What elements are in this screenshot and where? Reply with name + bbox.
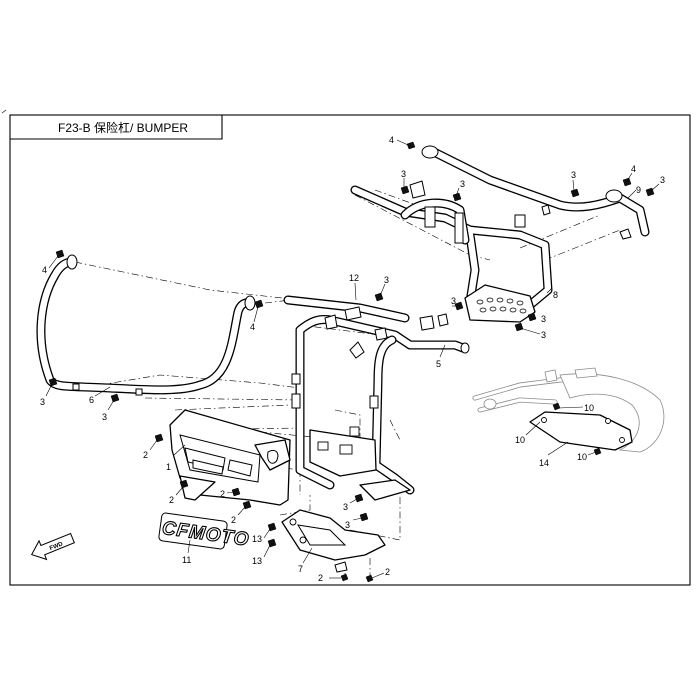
callout-3: 3: [541, 314, 546, 324]
callout-3: 3: [384, 275, 389, 285]
callout-14: 14: [539, 458, 549, 468]
callout-10: 10: [584, 403, 594, 413]
callout-4: 4: [631, 164, 636, 174]
rear-mount-frame: [350, 180, 553, 323]
callout-10: 10: [515, 435, 525, 445]
callout-2: 2: [220, 489, 225, 499]
leader-lines: [45, 139, 660, 579]
callout-labels: 4 3 3 3 4 9 3 12 3 8 3 3 3 5 4 4 3 6 3 1…: [40, 135, 665, 583]
callout-3: 3: [451, 296, 456, 306]
callout-3: 3: [343, 502, 348, 512]
callout-2: 2: [318, 573, 323, 583]
left-hoop-guard: [36, 254, 256, 396]
callout-5: 5: [436, 359, 441, 369]
callout-9: 9: [636, 185, 641, 195]
callout-1: 1: [166, 462, 171, 472]
callout-2: 2: [231, 515, 236, 525]
detail-inset: [472, 367, 665, 453]
callout-4: 4: [42, 265, 47, 275]
callout-3: 3: [460, 179, 465, 189]
front-bumper-shield: [169, 409, 291, 506]
callout-3: 3: [102, 412, 107, 422]
callout-3: 3: [541, 330, 546, 340]
lower-skid-plate: [281, 509, 386, 573]
callout-3: 3: [571, 170, 576, 180]
logo-badge: CFMOTO: [158, 512, 251, 551]
callout-4: 4: [389, 135, 394, 145]
front-frame: [283, 295, 470, 501]
callout-8: 8: [553, 290, 558, 300]
diagram-title: F23-B 保险杠/ BUMPER: [58, 120, 188, 135]
upper-bar: [421, 145, 650, 240]
callout-3: 3: [660, 175, 665, 185]
callout-11: 11: [182, 555, 191, 565]
crop-mark: [1, 109, 7, 114]
callout-12: 12: [349, 273, 359, 283]
callout-13: 13: [252, 556, 262, 566]
forward-arrow-icon: FWD: [30, 532, 75, 561]
callout-10: 10: [577, 452, 587, 462]
callout-4: 4: [250, 322, 255, 332]
callout-7: 7: [298, 564, 303, 574]
callout-2: 2: [143, 450, 148, 460]
fasteners: [48, 141, 655, 583]
callout-2: 2: [385, 567, 390, 577]
callout-3: 3: [40, 397, 45, 407]
drawing-frame: [9, 114, 691, 586]
callout-2: 2: [169, 495, 174, 505]
direction-label: FWD: [49, 541, 65, 552]
callout-3: 3: [345, 520, 350, 530]
title-box: [10, 115, 223, 140]
callout-3: 3: [401, 169, 406, 179]
callout-13: 13: [252, 534, 262, 544]
callout-6: 6: [89, 395, 94, 405]
